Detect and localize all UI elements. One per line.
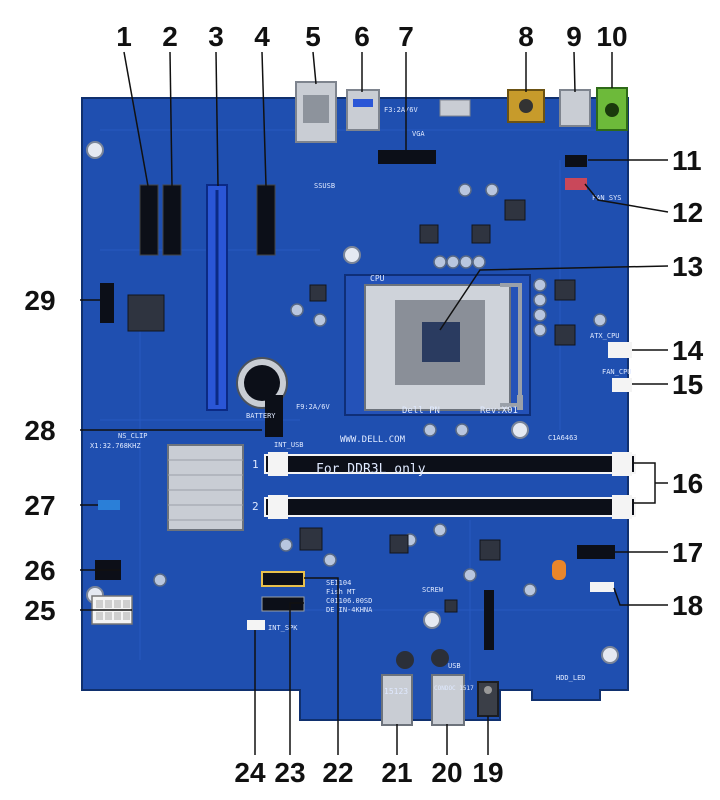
header-18: [590, 582, 614, 592]
vga-label: VGA: [412, 130, 425, 138]
dell-pn-label: Dell PN: [402, 406, 440, 416]
callout-25: 25: [24, 595, 55, 626]
chipset-heatsink: [167, 444, 244, 531]
callout-10: 10: [596, 21, 627, 52]
serial-header: [378, 150, 436, 164]
callout-13: 13: [672, 251, 703, 282]
atx-cpu-label: ATX_CPU: [590, 332, 620, 340]
dimm-slots: [264, 452, 636, 519]
callout-26: 26: [24, 555, 55, 586]
fan-header-11: [565, 155, 587, 167]
cpu-label: CPU: [370, 274, 385, 283]
rev-label: Rev:X01: [480, 406, 518, 416]
orange-part: [552, 560, 566, 580]
chips: [127, 199, 576, 613]
header-29: [100, 283, 114, 323]
callout-24: 24: [234, 757, 266, 788]
battery-label: BATTERY: [246, 412, 276, 420]
model-label-2: C01106.00SD: [326, 597, 372, 605]
c1-label: C1A6463: [548, 434, 578, 442]
pcie-x1-slot-1: [139, 184, 159, 256]
callout-1: 1: [116, 21, 132, 52]
mounting-holes: [86, 102, 628, 664]
callout-numbers: 1 2 3 4 5 6 7 8 9 10 11 12 13 14 15 16 1…: [24, 21, 703, 788]
callout-21: 21: [381, 757, 412, 788]
m2-slot: [484, 590, 494, 650]
callout-22: 22: [322, 757, 353, 788]
www-label: WWW.DELL.COM: [340, 435, 406, 445]
usb-label: USB: [448, 662, 461, 670]
callout-7: 7: [398, 21, 414, 52]
power-cpu-connector: [608, 342, 632, 358]
cpu-socket: [344, 274, 531, 416]
sata-connector-22: [261, 571, 305, 587]
screw-label: SCREW: [422, 586, 444, 594]
callout-leaders: [80, 51, 669, 755]
callout-18: 18: [672, 590, 703, 621]
dimm-slot-2-label: 2: [252, 500, 259, 513]
jumper-27: [98, 500, 120, 510]
callout-2: 2: [162, 21, 178, 52]
usb-port-21: [381, 674, 413, 726]
clock-label: X1:32.768KHZ: [90, 442, 141, 450]
ddr-label: For DDR3L only: [316, 462, 426, 477]
callout-29: 29: [24, 285, 55, 316]
callout-12: 12: [672, 197, 703, 228]
callout-9: 9: [566, 21, 582, 52]
callout-11: 11: [672, 145, 702, 176]
fan-sys-header: [565, 178, 587, 190]
callout-28: 28: [24, 415, 55, 446]
sata-connector-23: [261, 596, 305, 612]
callout-16: 16: [672, 468, 703, 499]
int-usb-header: [265, 395, 283, 437]
callout-6: 6: [354, 21, 370, 52]
callout-15: 15: [672, 369, 703, 400]
fuse2-label: F9:2A/6V: [296, 403, 331, 411]
fan-cpu-connector: [612, 378, 632, 392]
usb3-rear-port: [346, 89, 380, 131]
ssusb-label: SSUSB: [314, 182, 335, 190]
pcie-x1-slot-2: [162, 184, 182, 256]
callout-17: 17: [672, 537, 703, 568]
ns-clip-label: NS_CLIP: [118, 432, 148, 440]
int-spk-header: [247, 620, 265, 630]
fan-cpu-label: FAN_CPU: [602, 368, 632, 376]
callout-4: 4: [254, 21, 270, 52]
callout-19: 19: [472, 757, 503, 788]
model-label-3: DE IN-4KHNA: [326, 606, 373, 614]
usb-port-20: [431, 674, 465, 726]
fuse-label: F3:2A/6V: [384, 106, 419, 114]
capacitors: [153, 183, 607, 597]
int-spk-label: INT_SPK: [268, 624, 298, 632]
callout-23: 23: [274, 757, 305, 788]
dimm-slot-1-label: 1: [252, 458, 259, 471]
callout-5: 5: [305, 21, 321, 52]
callout-8: 8: [518, 21, 534, 52]
callout-3: 3: [208, 21, 224, 52]
display-port: [559, 89, 591, 127]
fan-sys-label: FAN_SYS: [592, 194, 622, 202]
front-panel-header: [577, 545, 615, 559]
hdd-led-label: HDD_LED: [556, 674, 586, 682]
usb20-code: CONDOC 1517: [434, 685, 474, 692]
callout-20: 20: [431, 757, 462, 788]
callout-27: 27: [24, 490, 55, 521]
pcie-x1-slot-4: [256, 184, 276, 256]
vga-header: [439, 99, 471, 117]
usb21-code: 15123: [384, 687, 408, 696]
int-usb-label: INT_USB: [274, 441, 304, 449]
model-label-1: Fish MT: [326, 588, 356, 596]
callout-14: 14: [672, 335, 704, 366]
